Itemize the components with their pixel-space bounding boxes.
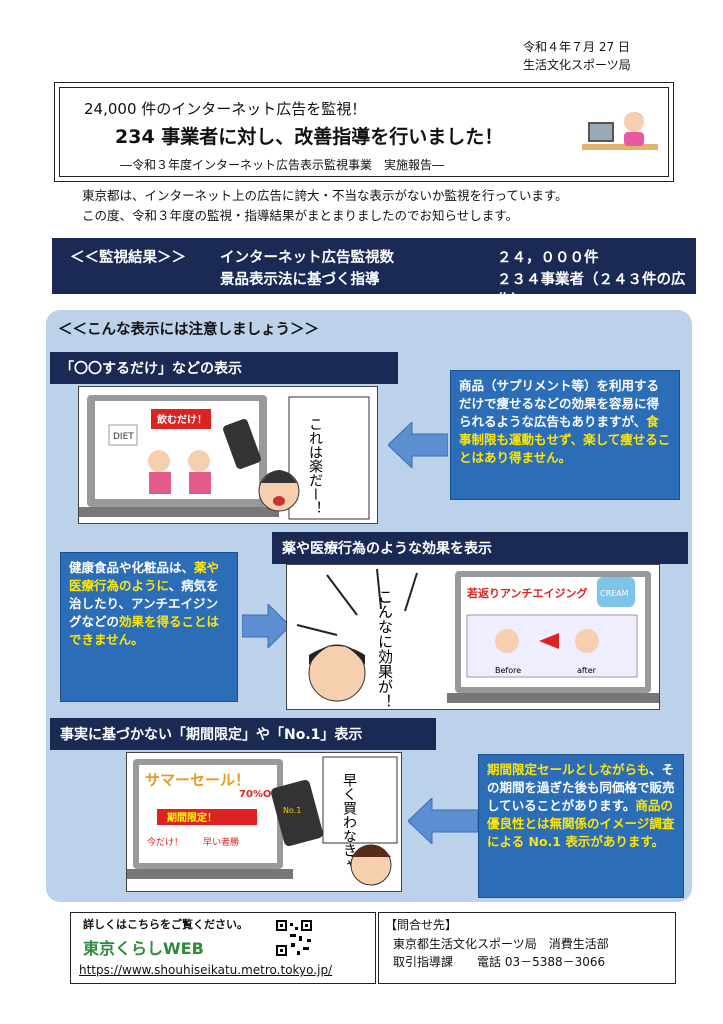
note-box: 期間限定セールとしながらも、その期間を過ぎた後も同価格で販売していることがありま… [478,754,684,898]
arrow-icon [242,604,290,648]
speech-text: 早く買わなきゃ [341,773,357,871]
person-at-laptop-illustration [582,112,658,150]
laptop-sale-scene: サマーセール！ 70%OFF 期間限定！ 今だけ！ 早い者勝 No.1 早く買わ… [127,756,398,886]
no1-text: No.1 [283,806,301,815]
cream-label: CREAM [600,589,629,598]
document-date: 令和４年７月 27 日 生活文化スポーツ局 [523,38,673,74]
results-banner: ＜＜監視結果＞＞ インターネット広告監視数 ２４，０００件 景品表示法に基づく指… [52,238,696,309]
now-text: 今だけ！ [147,836,183,848]
section-heading: 「〇〇するだけ」などの表示 [50,352,398,384]
note-box: 商品（サプリメント等）を利用するだけで痩せるなどの効果を容易に得られるような広告… [450,370,680,500]
guidance-count-value: ２３４事業者（２４３件の広告） [497,272,686,309]
note-text: 商品（サプリメント等）を利用するだけで痩せるなどの効果を容易に得られるような広告… [459,378,660,429]
headline-title: 234 事業者に対し、改善指導を行いました！ [115,126,504,148]
laptop-diet-scene: DIET 飲むだけ！ これは楽だー！ [79,395,370,520]
limited-time-illustration: サマーセール！ 70%OFF 期間限定！ 今だけ！ 早い者勝 No.1 早く買わ… [126,752,402,892]
section-heading: 薬や医療行為のような効果を表示 [272,532,688,564]
diet-ad-illustration: DIET 飲むだけ！ これは楽だー！ [78,386,378,524]
discount-text: 70%OFF [239,789,285,800]
note-highlight: 商品の優良性とは無関係のイメージ調査による No.1 表示があります。 [487,798,675,849]
medical-effect-illustration: こんなに効果が！ 若返りアンチエイジング CREAM Before after [286,564,660,710]
department-line: 生活文化スポーツ局 [523,58,631,72]
note-highlight: 食事制限も運動もせず、楽して痩せることはあり得ません。 [459,414,671,465]
monitored-count-value: ２４，０００件 [497,250,599,266]
results-label: ＜＜監視結果＞＞ [70,250,186,266]
headline-inner-frame: 24,000 件のインターネット広告を監視！ 234 事業者に対し、改善指導を行… [59,87,669,177]
contact-department: 東京都生活文化スポーツ局 消費生活部 [393,937,609,951]
laptop-antiaging-scene: こんなに効果が！ 若返りアンチエイジング CREAM Before after [296,568,659,709]
arrow-icon [388,422,448,468]
note-text: 健康食品や化粧品は、 [69,560,195,575]
antiaging-title: 若返りアンチエイジング [467,586,588,600]
headline-box: 24,000 件のインターネット広告を監視！ 234 事業者に対し、改善指導を行… [54,82,674,182]
before-label: Before [495,666,521,675]
website-url-link[interactable]: https://www.shouhiseikatu.metro.tokyo.jp… [79,963,333,977]
note-highlight: 期間限定セールとしながらも [487,762,650,777]
drink-only-badge: 飲むだけ！ [156,413,207,426]
website-info-title: 詳しくはこちらをご覧ください。 [83,918,248,931]
panel-title: ＜＜こんな表示には注意しましょう＞＞ [58,322,319,338]
headline-report-name: ―令和３年度インターネット広告表示監視事業 実施報告― [120,158,445,172]
speech-text: これは楽だー！ [307,417,323,515]
speech-text: こんなに効果が！ [376,589,394,709]
first-come-text: 早い者勝 [203,836,239,848]
guidance-count-label: 景品表示法に基づく指導 [220,272,380,288]
date-line: 令和４年７月 27 日 [523,40,630,54]
section-heading: 事実に基づかない「期間限定」や「No.1」表示 [50,718,436,750]
limited-text: 期間限定！ [167,811,217,824]
sale-text: サマーセール！ [145,771,250,789]
note-box: 健康食品や化粧品は、薬や医療行為のように、病気を治したり、アンチエイジングなどの… [60,552,238,702]
headline-subtitle: 24,000 件のインターネット広告を監視！ [84,100,367,118]
note-highlight: 効果を得ることはできません。 [69,614,220,647]
contact-title: 【問合せ先】 [385,918,458,932]
intro-text: 東京都は、インターネット上の広告に誇大・不当な表示がないか監視を行っています。 … [82,186,568,226]
intro-line: 東京都は、インターネット上の広告に誇大・不当な表示がないか監視を行っています。 [82,188,568,203]
contact-phone: 取引指導課 電話 03－5388－3066 [393,955,606,969]
note-text: 、その期間を過ぎた後も同価格で販売していることがあります。 [487,762,675,813]
monitored-count-label: インターネット広告監視数 [220,250,394,266]
after-label: after [577,666,597,675]
note-text: 、病気を治したり、アンチエイジングなどの [69,578,219,629]
intro-line: この度、令和３年度の監視・指導結果がまとまりましたのでお知らせします。 [82,208,519,223]
qr-code-icon[interactable] [275,919,313,957]
website-info-box: 詳しくはこちらをご覧ください。 東京くらしWEB https://www.sho… [70,912,376,984]
diet-tag: DIET [113,432,134,442]
kurashi-web-logo: 東京くらしWEB [83,939,204,958]
arrow-icon [408,798,478,844]
contact-box: 【問合せ先】 東京都生活文化スポーツ局 消費生活部 取引指導課 電話 03－53… [378,912,676,984]
note-highlight: 薬や医療行為のように [69,560,220,593]
